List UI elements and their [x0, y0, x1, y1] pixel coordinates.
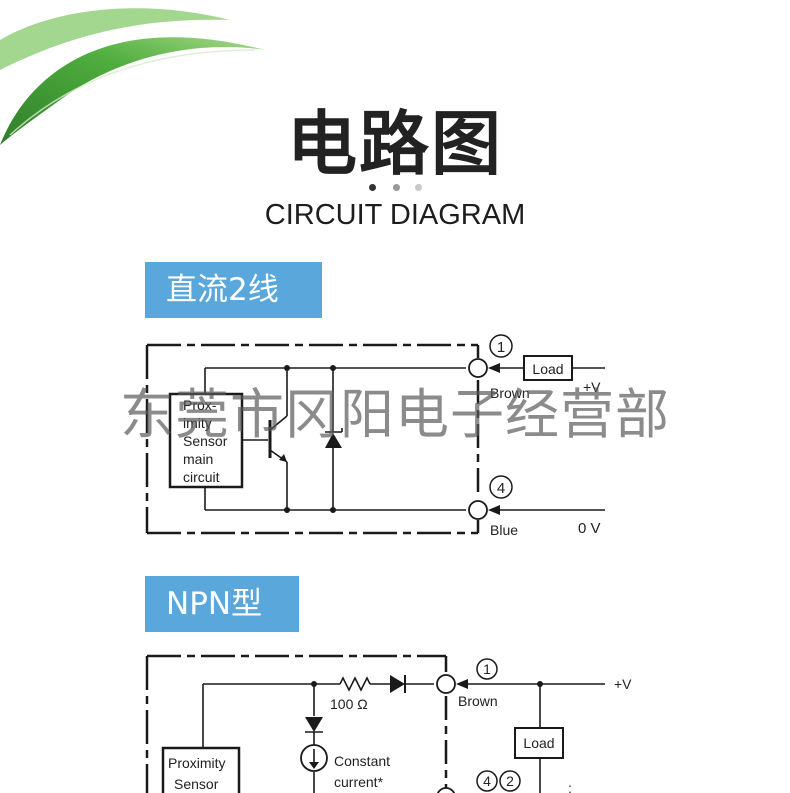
- main-circuit-line-3: Sensor: [183, 433, 228, 449]
- npn-main-line-2: Sensor: [174, 776, 219, 792]
- leaf-decoration: [0, 8, 265, 145]
- page-title: 电路图: [287, 103, 503, 185]
- npn-pin-4-label: 4: [483, 773, 491, 789]
- pin-4-label: 4: [497, 480, 505, 497]
- section-tag-dc2: 直流2线: [145, 262, 322, 318]
- resistor-label: 100 Ω: [330, 696, 368, 712]
- page-subtitle: CIRCUIT DIAGRAM: [264, 199, 526, 231]
- main-circuit-line-2: imity: [183, 415, 212, 431]
- npn-pin-1-label: 1: [483, 661, 491, 677]
- load-label: Load: [532, 361, 563, 377]
- constant-current-line-2: current*: [334, 774, 384, 790]
- npn-load-label: Load: [523, 735, 554, 751]
- main-circuit-line-5: circuit: [183, 469, 220, 485]
- svg-text::: :: [568, 780, 572, 793]
- main-circuit-line-4: main: [183, 451, 213, 467]
- pin-1-label: 1: [497, 339, 505, 356]
- npn-plus-v-label: +V: [614, 676, 632, 692]
- watermark: 东莞市冈阳电子经营部: [120, 383, 670, 446]
- brown-label: Brown: [490, 385, 530, 401]
- plus-v-label: +V: [583, 379, 601, 395]
- constant-current-line-1: Constant: [334, 753, 390, 769]
- npn-pin-2-label: 2: [506, 773, 514, 789]
- zero-v-label: 0 V: [578, 520, 601, 537]
- npn-main-line-1: Proximity: [168, 755, 226, 771]
- npn-brown-label: Brown: [458, 693, 498, 709]
- section-tag-npn: NPN型: [145, 576, 299, 632]
- blue-label: Blue: [490, 522, 518, 538]
- main-circuit-line-1: Prox-: [183, 397, 217, 413]
